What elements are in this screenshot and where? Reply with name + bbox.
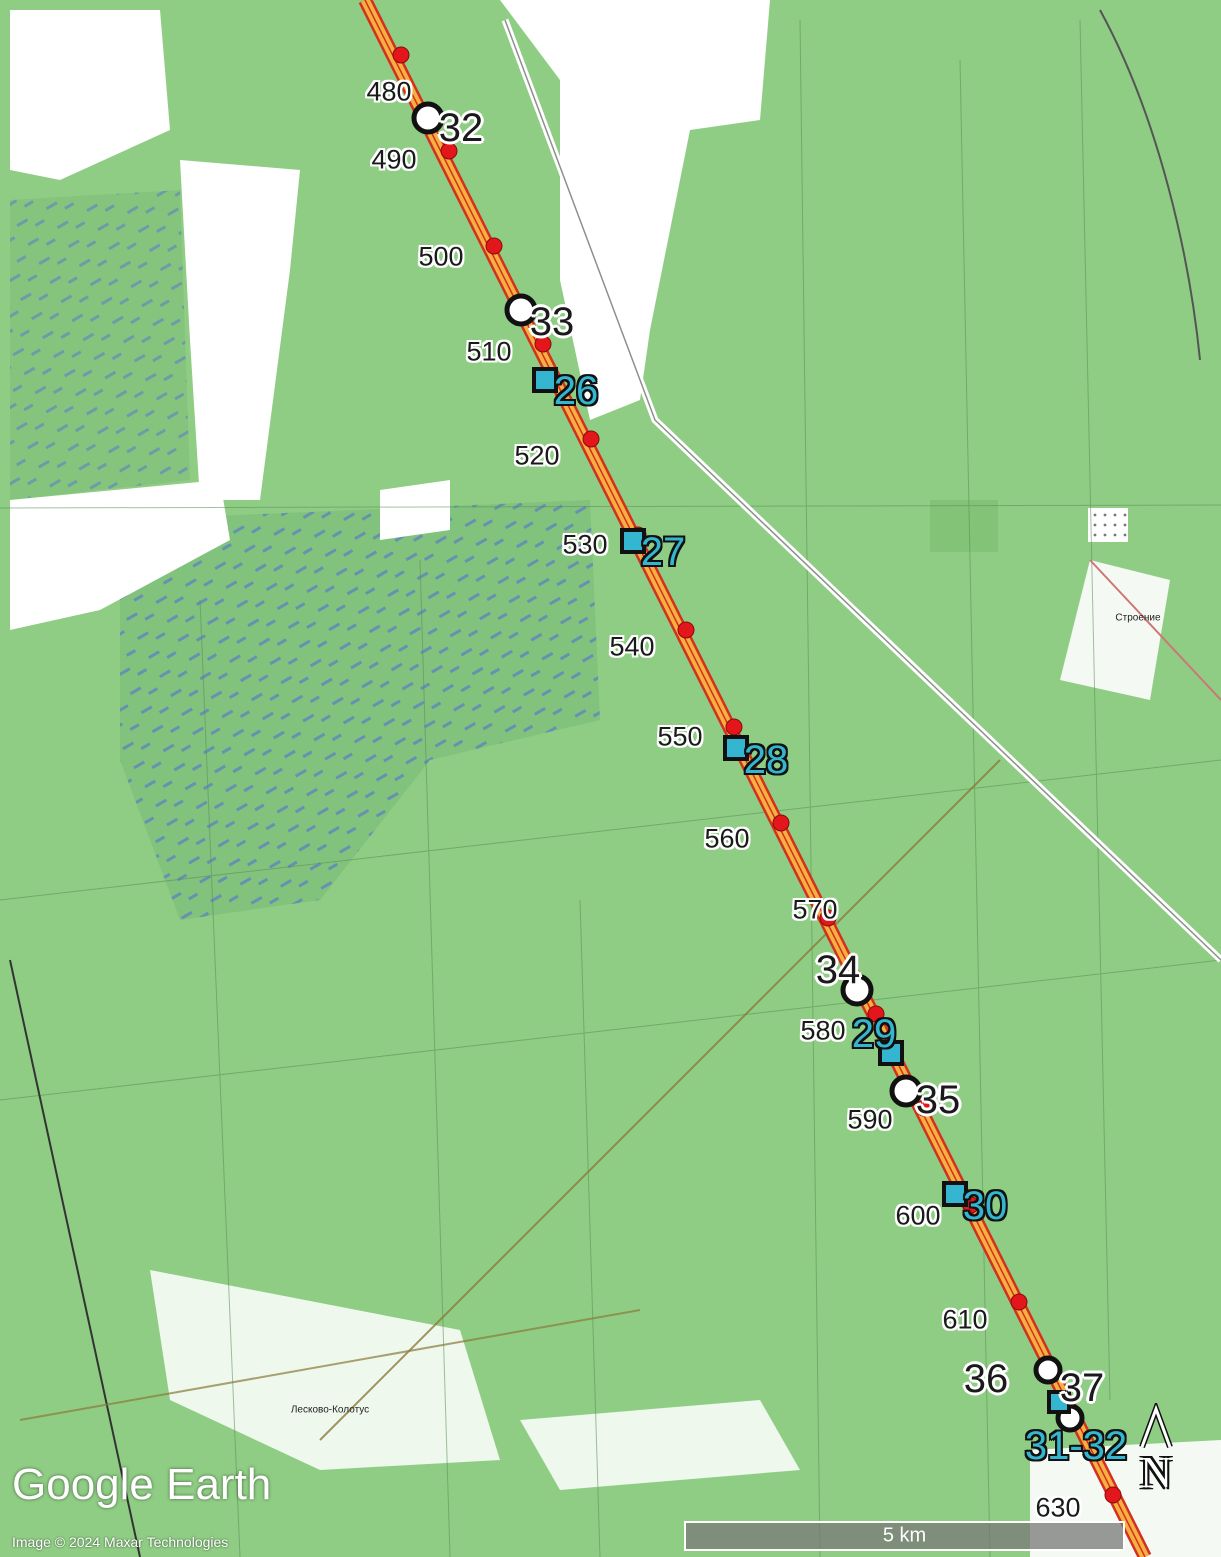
- north-arrow[interactable]: N: [1136, 1400, 1176, 1499]
- north-letter: N: [1140, 1448, 1172, 1497]
- imagery-attribution: Image © 2024 Maxar Technologies: [12, 1534, 229, 1550]
- place-label: Строение: [1115, 612, 1161, 624]
- stop-label[interactable]: 36: [963, 1357, 1009, 1401]
- place-label: Лесково-Колотус: [290, 1404, 370, 1416]
- site-label[interactable]: 30: [962, 1184, 1008, 1228]
- marsh-area: [120, 500, 600, 920]
- grid-lines: [0, 19, 1221, 1557]
- km-marker: [819, 909, 837, 927]
- site-marker-icon: [532, 367, 558, 393]
- km-label: 590: [847, 1104, 893, 1135]
- km-marker: [677, 621, 695, 639]
- km-label: 550: [657, 721, 703, 752]
- road: [1089, 559, 1221, 701]
- road: [504, 19, 1221, 961]
- stop-marker-icon: [411, 101, 445, 135]
- km-label: 570: [792, 894, 838, 925]
- stop-marker-icon: [889, 1074, 923, 1108]
- km-marker: [915, 1099, 933, 1117]
- marsh-area: [10, 190, 190, 500]
- dirt-track: [19, 1309, 641, 1421]
- sparse-forest: [930, 500, 998, 552]
- km-marker: [1010, 1293, 1028, 1311]
- clearing: [10, 480, 230, 630]
- clearing: [520, 1400, 800, 1490]
- km-label: 510: [466, 336, 512, 367]
- clearing: [380, 480, 450, 540]
- km-marker: [867, 1005, 885, 1023]
- clearing: [500, 0, 770, 420]
- site-label[interactable]: 27: [640, 530, 686, 574]
- km-label: 560: [704, 823, 750, 854]
- railway: [1099, 9, 1201, 361]
- km-label: 520: [514, 440, 560, 471]
- site-label[interactable]: 26: [553, 369, 599, 413]
- km-label: 500: [418, 241, 464, 272]
- site-label[interactable]: 28: [743, 738, 789, 782]
- km-marker: [582, 430, 600, 448]
- stop-label[interactable]: 32: [438, 106, 484, 150]
- stop-label[interactable]: 35: [915, 1078, 961, 1122]
- km-label: 630: [1035, 1492, 1081, 1523]
- km-marker: [485, 237, 503, 255]
- stop-label[interactable]: 37: [1059, 1366, 1105, 1410]
- km-marker: [1104, 1486, 1122, 1504]
- km-label: 530: [562, 529, 608, 560]
- km-marker: [534, 335, 552, 353]
- clearing: [1060, 560, 1170, 700]
- km-label: 490: [371, 144, 417, 175]
- km-label: 600: [895, 1200, 941, 1231]
- clearing: [10, 10, 170, 180]
- km-label: 580: [800, 1015, 846, 1046]
- km-markers: [392, 46, 1122, 1504]
- site-label[interactable]: 29: [851, 1012, 897, 1056]
- km-marker: [725, 718, 743, 736]
- compass-arrow-icon: [1139, 1400, 1173, 1449]
- sparse-forest: [1088, 508, 1128, 542]
- scale-label: 5 km: [882, 1524, 927, 1547]
- km-label: 540: [609, 631, 655, 662]
- km-marker: [392, 46, 410, 64]
- stop-marker-icon: [840, 973, 874, 1007]
- km-marker: [440, 142, 458, 160]
- site-label[interactable]: 31-32: [1024, 1424, 1128, 1468]
- google-earth-logo: Google Earth: [12, 1460, 272, 1509]
- site-marker-icon: [878, 1040, 904, 1066]
- stop-label[interactable]: 33: [529, 300, 575, 344]
- km-label: 610: [942, 1304, 988, 1335]
- site-marker-icon: [620, 528, 646, 554]
- km-label: 480: [366, 76, 412, 107]
- site-marker-icon: [942, 1181, 968, 1207]
- power-line: [9, 959, 141, 1557]
- scale-bar: 5 km: [684, 1521, 1125, 1551]
- stop-marker-icon: [1033, 1355, 1063, 1385]
- site-marker-icon: [723, 735, 749, 761]
- km-marker: [772, 814, 790, 832]
- site-markers: [532, 367, 1071, 1414]
- site-marker-icon: [1047, 1390, 1071, 1414]
- clearing: [180, 160, 300, 500]
- dirt-track: [319, 759, 1001, 1441]
- stop-marker-icon: [504, 293, 538, 327]
- stop-label[interactable]: 34: [815, 948, 861, 992]
- clearing: [150, 1270, 500, 1470]
